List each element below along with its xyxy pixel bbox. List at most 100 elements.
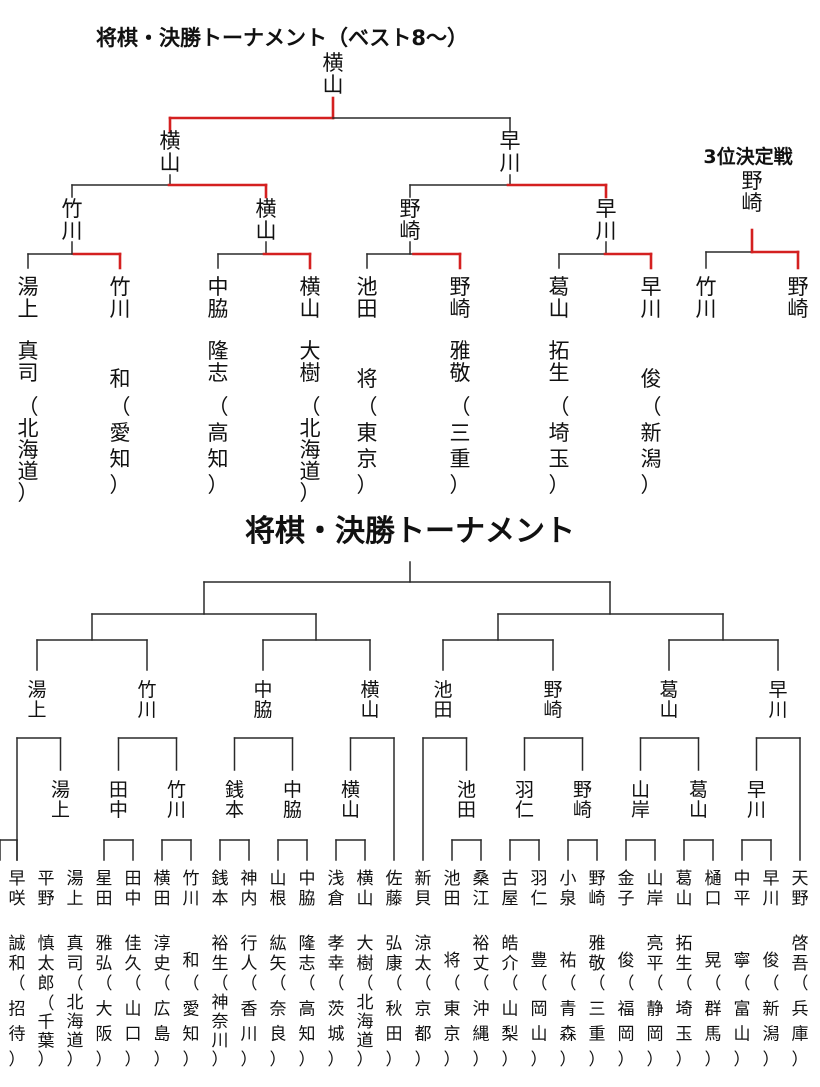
top-player-prefecture: （新潟） bbox=[641, 395, 662, 497]
top-player-prefecture: （埼玉） bbox=[549, 395, 570, 497]
top-player-prefecture: （北海道） bbox=[18, 395, 39, 505]
bottom-bracket-title: 将棋・決勝トーナメント bbox=[245, 514, 575, 549]
bottom-player-given-name: 将 bbox=[444, 951, 461, 971]
bottom-player-surname: 佐藤 bbox=[386, 869, 403, 909]
top-player-given-name: 隆志 bbox=[208, 339, 229, 385]
bottom-player-surname: 早咲 bbox=[9, 869, 26, 909]
bottom-player-given-name: 豊 bbox=[531, 951, 548, 971]
top-sf-name: 早川 bbox=[500, 129, 521, 175]
top-player-surname: 中脇 bbox=[208, 275, 229, 321]
bottom-player-given-name: 佳久 bbox=[125, 934, 142, 974]
bottom-player-prefecture: （広島） bbox=[154, 974, 171, 1070]
top-player-prefecture: （愛知） bbox=[110, 395, 131, 497]
bottom-player-prefecture: （京都） bbox=[415, 974, 432, 1070]
bottom-player-prefecture: （香川） bbox=[241, 974, 258, 1070]
bottom-player-surname: 池田 bbox=[444, 869, 461, 909]
bottom-player-given-name: 弘康 bbox=[386, 934, 403, 974]
bottom-player-surname: 野崎 bbox=[589, 869, 606, 909]
bottom-player-surname: 山岸 bbox=[647, 869, 664, 909]
bottom-player-given-name: 雅敬 bbox=[589, 934, 606, 974]
top-player-given-name: 真司 bbox=[18, 339, 39, 385]
top-qf-name: 野崎 bbox=[400, 197, 421, 243]
bottom-player-given-name: 啓吾 bbox=[792, 934, 809, 974]
bottom-player-prefecture: （大阪） bbox=[96, 974, 113, 1070]
bottom-player-surname: 葛山 bbox=[676, 869, 693, 909]
top-player-given-name: 拓生 bbox=[549, 339, 570, 385]
bottom-round2-name: 銭本 bbox=[225, 779, 244, 821]
top-champion-name: 横山 bbox=[323, 51, 344, 97]
bottom-player-prefecture: （兵庫） bbox=[792, 974, 809, 1070]
bottom-player-given-name: 寧 bbox=[734, 951, 751, 971]
bottom-player-given-name: 晃 bbox=[705, 951, 722, 971]
bottom-player-given-name: 裕生 bbox=[212, 934, 229, 974]
top-player-prefecture: （北海道） bbox=[300, 395, 321, 505]
top-player-surname: 横山 bbox=[300, 275, 321, 321]
bottom-player-prefecture: （秋田） bbox=[386, 974, 403, 1070]
top-player-surname: 葛山 bbox=[549, 275, 570, 321]
bottom-player-surname: 田中 bbox=[125, 869, 142, 909]
bottom-best8-name: 葛山 bbox=[659, 679, 678, 721]
bottom-player-given-name: 裕丈 bbox=[473, 934, 490, 974]
bottom-player-surname: 湯上 bbox=[67, 869, 84, 909]
third-place-player-name: 野崎 bbox=[788, 275, 809, 321]
top-sf-name: 横山 bbox=[160, 129, 181, 175]
bottom-round2-name: 竹川 bbox=[167, 779, 186, 821]
bottom-player-given-name: 俊 bbox=[763, 951, 780, 971]
bottom-player-given-name: 涼太 bbox=[415, 934, 432, 974]
bottom-player-surname: 早川 bbox=[763, 869, 780, 909]
bottom-player-given-name: 誠和 bbox=[9, 934, 26, 974]
bottom-player-prefecture: （沖縄） bbox=[473, 974, 490, 1070]
bottom-player-prefecture: （埼玉） bbox=[676, 974, 693, 1070]
bottom-round2-name: 山岸 bbox=[631, 779, 650, 821]
bottom-player-prefecture: （富山） bbox=[734, 974, 751, 1070]
bottom-player-prefecture: （神奈川） bbox=[212, 974, 229, 1070]
top-player-prefecture: （高知） bbox=[208, 395, 229, 497]
bottom-player-prefecture: （福岡） bbox=[618, 974, 635, 1070]
bottom-player-prefecture: （千葉） bbox=[38, 994, 55, 1070]
top-player-prefecture: （東京） bbox=[357, 395, 378, 497]
bottom-player-surname: 横田 bbox=[154, 869, 171, 909]
bottom-player-surname: 山根 bbox=[270, 869, 287, 909]
bottom-player-prefecture: （東京） bbox=[444, 974, 461, 1070]
top-qf-name: 竹川 bbox=[62, 197, 83, 243]
top-qf-name: 横山 bbox=[256, 197, 277, 243]
bottom-best8-name: 竹川 bbox=[137, 679, 156, 721]
bottom-player-given-name: 紘矢 bbox=[270, 934, 287, 974]
bottom-player-surname: 平野 bbox=[38, 869, 55, 909]
bottom-player-prefecture: （三重） bbox=[589, 974, 606, 1070]
bottom-round2-name: 中脇 bbox=[283, 779, 302, 821]
top-player-given-name: 将 bbox=[357, 367, 378, 391]
bottom-round2-name: 羽仁 bbox=[515, 779, 534, 821]
bottom-player-surname: 新貝 bbox=[415, 869, 432, 909]
bottom-player-prefecture: （奈良） bbox=[270, 974, 287, 1070]
bottom-player-given-name: 俊 bbox=[618, 951, 635, 971]
top-player-surname: 湯上 bbox=[18, 275, 39, 321]
third-place-winner-name: 野崎 bbox=[742, 169, 763, 215]
bottom-player-given-name: 淳史 bbox=[154, 934, 171, 974]
bottom-player-given-name: 皓介 bbox=[502, 934, 519, 974]
bottom-player-surname: 竹川 bbox=[183, 869, 200, 909]
top-player-given-name: 俊 bbox=[641, 367, 662, 391]
bottom-player-surname: 横山 bbox=[357, 869, 374, 909]
bottom-player-given-name: 孝幸 bbox=[328, 934, 345, 974]
bottom-player-prefecture: （山梨） bbox=[502, 974, 519, 1070]
bottom-player-prefecture: （茨城） bbox=[328, 974, 345, 1070]
bottom-player-surname: 樋口 bbox=[705, 869, 722, 909]
third-place-player-name: 竹川 bbox=[696, 275, 717, 321]
top-bracket-title: 将棋・決勝トーナメント（ベスト8〜） bbox=[96, 26, 468, 50]
bottom-player-surname: 浅倉 bbox=[328, 869, 345, 909]
top-player-prefecture: （三重） bbox=[450, 395, 471, 497]
bottom-player-prefecture: （青森） bbox=[560, 974, 577, 1070]
top-player-given-name: 和 bbox=[110, 367, 131, 391]
bottom-round2-name: 田中 bbox=[109, 779, 128, 821]
bottom-player-prefecture: （招待） bbox=[9, 974, 26, 1070]
bottom-round2-name: 葛山 bbox=[689, 779, 708, 821]
top-player-surname: 早川 bbox=[641, 275, 662, 321]
bottom-player-given-name: 真司 bbox=[67, 934, 84, 974]
bottom-player-surname: 桑江 bbox=[473, 869, 490, 909]
bottom-player-given-name: 和 bbox=[183, 951, 200, 971]
bottom-player-given-name: 行人 bbox=[241, 934, 258, 974]
bottom-best8-name: 野崎 bbox=[543, 679, 562, 721]
bottom-best8-name: 池田 bbox=[433, 679, 452, 721]
